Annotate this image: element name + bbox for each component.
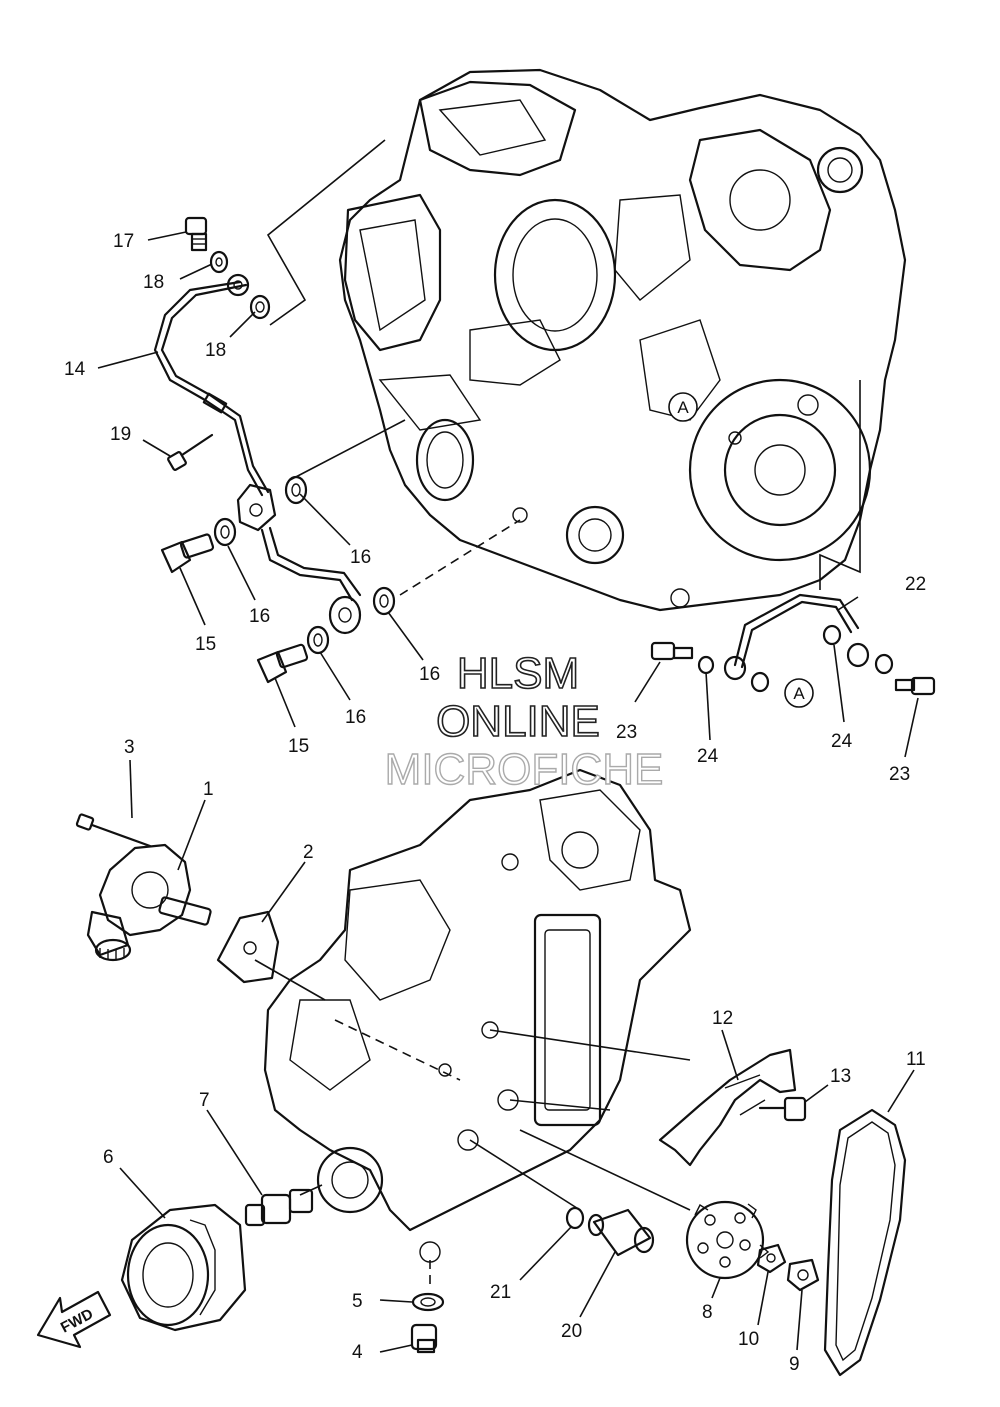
watermark-line-1: HLSM bbox=[457, 649, 579, 698]
upper-engine-assembly bbox=[338, 68, 907, 612]
upper-guide-lines bbox=[266, 139, 861, 596]
watermark-line-3: MICROFICHE bbox=[385, 745, 664, 794]
ref-mark-a-upper: A bbox=[677, 398, 689, 417]
callout-10: 10 bbox=[738, 1329, 759, 1350]
oil-pump-1 bbox=[86, 843, 212, 962]
pump-gasket-2 bbox=[216, 910, 280, 984]
callout-3: 3 bbox=[124, 737, 135, 758]
callout-8: 8 bbox=[702, 1302, 713, 1323]
gasket-washers-16 bbox=[213, 475, 396, 655]
callout-18-lower: 18 bbox=[205, 340, 226, 361]
drain-washer-5 bbox=[411, 1292, 445, 1312]
callout-numbers: 17 18 18 14 19 16 16 15 16 16 15 22 23 2… bbox=[64, 231, 926, 1375]
callout-16-b: 16 bbox=[249, 606, 270, 627]
callout-16-d: 16 bbox=[345, 707, 366, 728]
callout-18-upper: 18 bbox=[143, 272, 164, 293]
callout-24-a: 24 bbox=[697, 746, 719, 767]
callout-13: 13 bbox=[830, 1066, 851, 1087]
callout-23-b: 23 bbox=[889, 764, 910, 785]
oil-pipe-22 bbox=[650, 593, 936, 696]
oil-pipe-14 bbox=[153, 273, 362, 635]
callout-22: 22 bbox=[905, 574, 926, 595]
callout-4: 4 bbox=[352, 1342, 363, 1363]
callout-11: 11 bbox=[906, 1049, 926, 1070]
callout-23-a: 23 bbox=[616, 722, 637, 743]
callout-9: 9 bbox=[789, 1354, 800, 1375]
sprocket-nut-9 bbox=[786, 1258, 820, 1292]
clamp-bolt-19 bbox=[167, 433, 214, 471]
oil-filter-6 bbox=[120, 1203, 247, 1332]
watermark-line-2: ONLINE bbox=[436, 697, 600, 746]
filter-union-bolt-7 bbox=[244, 1188, 314, 1227]
pump-drive-chain-11 bbox=[823, 1108, 907, 1377]
callout-16-c: 16 bbox=[419, 664, 440, 685]
callout-5: 5 bbox=[352, 1291, 363, 1312]
o-ring-21 bbox=[565, 1206, 585, 1230]
callout-20: 20 bbox=[561, 1321, 582, 1342]
lower-crankcase bbox=[263, 768, 692, 1263]
callout-19: 19 bbox=[110, 424, 131, 445]
bracket-bolt-13 bbox=[758, 1096, 807, 1122]
callout-16-a: 16 bbox=[350, 547, 371, 568]
callout-leaders bbox=[97, 231, 919, 1353]
reference-marks: A A bbox=[668, 392, 814, 708]
callout-24-b: 24 bbox=[831, 731, 853, 752]
callout-15-a: 15 bbox=[195, 634, 216, 655]
union-bolt-17 bbox=[184, 216, 208, 252]
callout-1: 1 bbox=[203, 779, 214, 800]
callout-7: 7 bbox=[199, 1090, 210, 1111]
lower-guide-lines bbox=[254, 959, 691, 1290]
pump-drive-sprocket-8 bbox=[685, 1200, 770, 1280]
callout-2: 2 bbox=[303, 842, 314, 863]
callout-15-b: 15 bbox=[288, 736, 309, 757]
strainer-20 bbox=[587, 1208, 655, 1257]
sprocket-washer-10 bbox=[756, 1243, 787, 1274]
callout-6: 6 bbox=[103, 1147, 114, 1168]
pump-bolt-3 bbox=[75, 813, 152, 848]
callout-14: 14 bbox=[64, 359, 86, 380]
callout-12: 12 bbox=[712, 1008, 733, 1029]
callout-21: 21 bbox=[490, 1282, 511, 1303]
union-bolts-15 bbox=[160, 533, 309, 684]
callout-17: 17 bbox=[113, 231, 134, 252]
gasket-washers-18 bbox=[209, 250, 271, 320]
drain-bolt-4 bbox=[410, 1323, 438, 1354]
watermark: HLSM ONLINE MICROFICHE bbox=[384, 648, 664, 795]
ref-mark-a-lower: A bbox=[793, 684, 805, 703]
forward-direction-arrow: FWD bbox=[36, 1290, 112, 1349]
